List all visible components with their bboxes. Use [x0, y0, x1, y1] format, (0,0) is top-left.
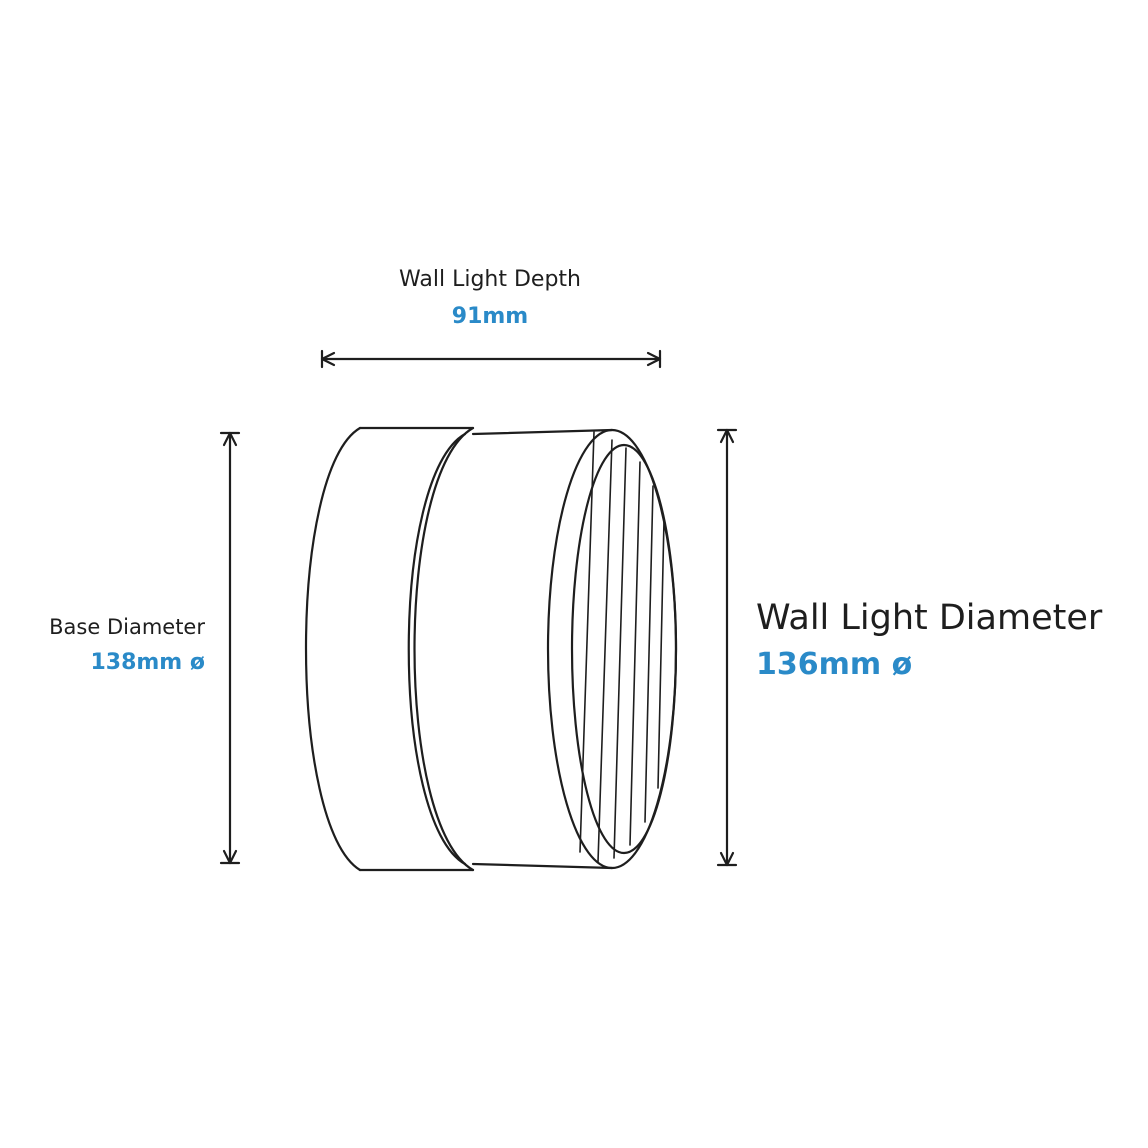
depth-label: Wall Light Depth — [399, 267, 581, 292]
wall-diameter-label: Wall Light Diameter — [756, 598, 1103, 638]
base-diameter-dimension-line — [219, 431, 241, 865]
base-section — [305, 426, 475, 872]
diffuser-face — [570, 443, 678, 855]
depth-dimension-line — [320, 349, 662, 369]
wall-diameter-dimension-line — [716, 428, 738, 867]
depth-value: 91mm — [451, 304, 529, 329]
light-body — [471, 428, 678, 870]
base-diameter-value: 138mm ø — [90, 650, 205, 675]
front-rim — [546, 428, 678, 870]
base-diameter-label: Base Diameter — [49, 615, 205, 639]
wall-diameter-value: 136mm ø — [756, 647, 913, 682]
diffuser-grille — [579, 431, 665, 863]
